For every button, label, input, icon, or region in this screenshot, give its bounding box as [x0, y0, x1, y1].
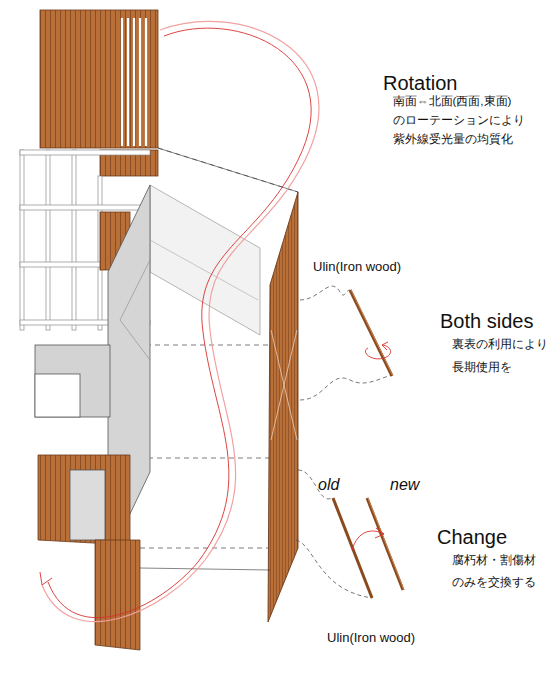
- louver-panel: [140, 148, 298, 622]
- state-label: new: [390, 475, 419, 495]
- section-heading: Change: [437, 525, 507, 549]
- concrete-slab: [35, 345, 110, 417]
- rotation-arrow: [40, 21, 319, 621]
- concrete-wall: [108, 185, 260, 560]
- note-text: 裏表の利用により 長期使用を: [452, 333, 560, 379]
- note-text: 腐朽材・割傷材 のみを交換する: [452, 549, 552, 593]
- slat-both-sides: [350, 290, 393, 376]
- slat-change: [333, 498, 404, 598]
- section-heading: Rotation: [383, 71, 458, 95]
- note-text: 南面⇔北面(西面,東面) のローテーションにより 紫外線受光量の均質化: [393, 92, 543, 149]
- material-label: Ulin(Iron wood): [327, 630, 415, 646]
- state-label: old: [318, 475, 339, 495]
- leader-curves: [296, 286, 392, 598]
- section-heading: Both sides: [440, 309, 533, 333]
- material-label: Ulin(Iron wood): [313, 259, 401, 275]
